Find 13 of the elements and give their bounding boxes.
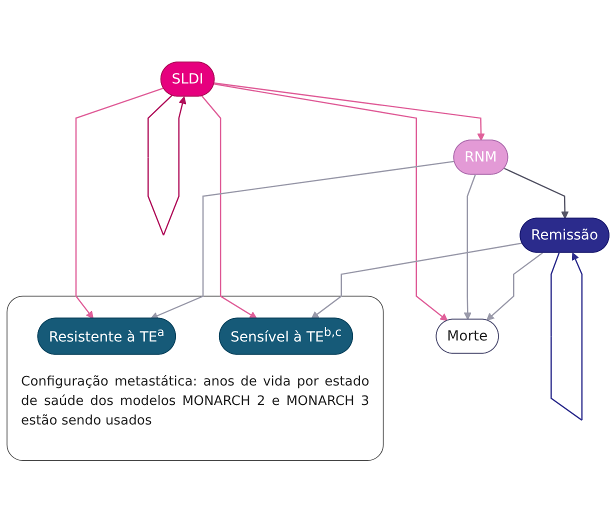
arrow <box>150 160 455 320</box>
arrow <box>214 82 485 142</box>
arrow <box>214 84 448 322</box>
arrow <box>75 88 164 320</box>
description-text: Configuração metastática: anos de vida por estado de saúde dos modelos MONARCH 2 e MONARCH 3 estão sendo usados <box>21 373 370 430</box>
arrow <box>201 96 258 320</box>
cluster <box>6 296 384 462</box>
arrow <box>147 95 186 236</box>
arrow <box>550 252 583 421</box>
arrow <box>504 168 569 220</box>
arrow <box>311 242 522 320</box>
arrow <box>486 252 544 321</box>
arrow <box>464 174 476 320</box>
